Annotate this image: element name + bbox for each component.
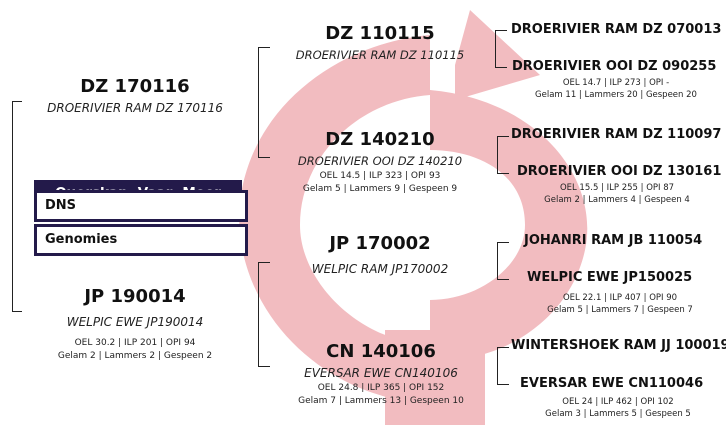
great-grandparent-1[interactable]: DROERIVIER RAM DZ 070013 (511, 22, 721, 37)
great-grandparent-2-stats-line2: Gelam 11 | Lammers 20 | Gespeen 20 (512, 89, 720, 101)
bracket-sire-top (258, 47, 270, 48)
granddam-paternal-name: DROERIVIER OOI DZ 140210 (265, 152, 495, 170)
great-grandparent-2-stats: OEL 14.7 | ILP 273 | OPI - Gelam 11 | La… (512, 77, 720, 101)
great-grandparent-8-stats: OEL 24 | ILP 462 | OPI 102 Gelam 3 | Lam… (518, 396, 718, 420)
bracket-g34-bottom (497, 173, 509, 174)
bracket-parents (12, 101, 13, 312)
bracket-g34-top (497, 136, 509, 137)
granddam-maternal-stats-line2: Gelam 7 | Lammers 13 | Gespeen 10 (268, 395, 494, 408)
bracket-sire (258, 47, 259, 157)
great-grandparent-3[interactable]: DROERIVIER RAM DZ 110097 (511, 127, 721, 142)
granddam-paternal-code: DZ 140210 (265, 128, 495, 152)
grandsire-maternal-name: WELPIC RAM JP170002 (270, 260, 490, 278)
bracket-parents-bottom (12, 311, 22, 312)
great-grandparent-4[interactable]: DROERIVIER OOI DZ 130161 (517, 164, 721, 179)
bracket-g78-bottom (497, 384, 509, 385)
bracket-parents-top (12, 101, 22, 102)
granddam-maternal-code: CN 140106 (268, 340, 494, 364)
sire-name: DROERIVIER RAM DZ 170116 (30, 99, 240, 117)
bracket-g12-top (495, 30, 507, 31)
great-grandparent-6-stats: OEL 22.1 | ILP 407 | OPI 90 Gelam 5 | La… (520, 292, 720, 316)
bracket-dam-top (258, 262, 270, 263)
genomies-button[interactable]: Genomies (34, 224, 248, 256)
dam-code: JP 190014 (30, 285, 240, 309)
grandsire-maternal-node[interactable]: JP 170002 WELPIC RAM JP170002 (270, 232, 490, 278)
great-grandparent-5[interactable]: JOHANRI RAM JB 110054 (524, 233, 702, 248)
great-grandparent-4-stats: OEL 15.5 | ILP 255 | OPI 87 Gelam 2 | La… (517, 182, 717, 206)
dam-node[interactable]: JP 190014 WELPIC EWE JP190014 OEL 30.2 |… (30, 285, 240, 363)
bracket-g78 (497, 347, 498, 385)
bracket-g12-bottom (495, 67, 507, 68)
grandsire-maternal-code: JP 170002 (270, 232, 490, 256)
sire-node[interactable]: DZ 170116 DROERIVIER RAM DZ 170116 (30, 75, 240, 117)
dns-button[interactable]: DNS (34, 190, 248, 222)
granddam-paternal-node[interactable]: DZ 140210 DROERIVIER OOI DZ 140210 OEL 1… (265, 128, 495, 196)
great-grandparent-6-stats-line1: OEL 22.1 | ILP 407 | OPI 90 (520, 292, 720, 304)
great-grandparent-8[interactable]: EVERSAR EWE CN110046 (520, 376, 703, 391)
granddam-paternal-stats-line2: Gelam 5 | Lammers 9 | Gespeen 9 (265, 183, 495, 196)
dam-stats-line1: OEL 30.2 | ILP 201 | OPI 94 (30, 337, 240, 350)
granddam-maternal-node[interactable]: CN 140106 EVERSAR EWE CN140106 OEL 24.8 … (268, 340, 494, 408)
bracket-g56 (497, 242, 498, 280)
granddam-maternal-name: EVERSAR EWE CN140106 (268, 364, 494, 382)
great-grandparent-4-stats-line2: Gelam 2 | Lammers 4 | Gespeen 4 (517, 194, 717, 206)
dam-stats-line2: Gelam 2 | Lammers 2 | Gespeen 2 (30, 350, 240, 363)
grandsire-paternal-name: DROERIVIER RAM DZ 110115 (270, 46, 490, 64)
bracket-g12 (495, 30, 496, 68)
grandsire-paternal-code: DZ 110115 (270, 22, 490, 46)
great-grandparent-7[interactable]: WINTERSHOEK RAM JJ 100019 (511, 338, 726, 353)
bracket-g56-top (497, 242, 509, 243)
great-grandparent-8-stats-line2: Gelam 3 | Lammers 5 | Gespeen 5 (518, 408, 718, 420)
great-grandparent-2[interactable]: DROERIVIER OOI DZ 090255 (512, 59, 716, 74)
bracket-dam (258, 262, 259, 367)
grandsire-paternal-node[interactable]: DZ 110115 DROERIVIER RAM DZ 110115 (270, 22, 490, 64)
great-grandparent-2-stats-line1: OEL 14.7 | ILP 273 | OPI - (512, 77, 720, 89)
great-grandparent-8-stats-line1: OEL 24 | ILP 462 | OPI 102 (518, 396, 718, 408)
bracket-g78-top (497, 347, 509, 348)
bracket-g56-bottom (497, 279, 509, 280)
great-grandparent-4-stats-line1: OEL 15.5 | ILP 255 | OPI 87 (517, 182, 717, 194)
bracket-g34 (497, 136, 498, 174)
great-grandparent-6-stats-line2: Gelam 5 | Lammers 7 | Gespeen 7 (520, 304, 720, 316)
granddam-maternal-stats-line1: OEL 24.8 | ILP 365 | OPI 152 (268, 382, 494, 395)
great-grandparent-6[interactable]: WELPIC EWE JP150025 (527, 270, 692, 285)
dam-name: WELPIC EWE JP190014 (30, 313, 240, 331)
granddam-paternal-stats-line1: OEL 14.5 | ILP 323 | OPI 93 (265, 170, 495, 183)
sire-code: DZ 170116 (30, 75, 240, 99)
